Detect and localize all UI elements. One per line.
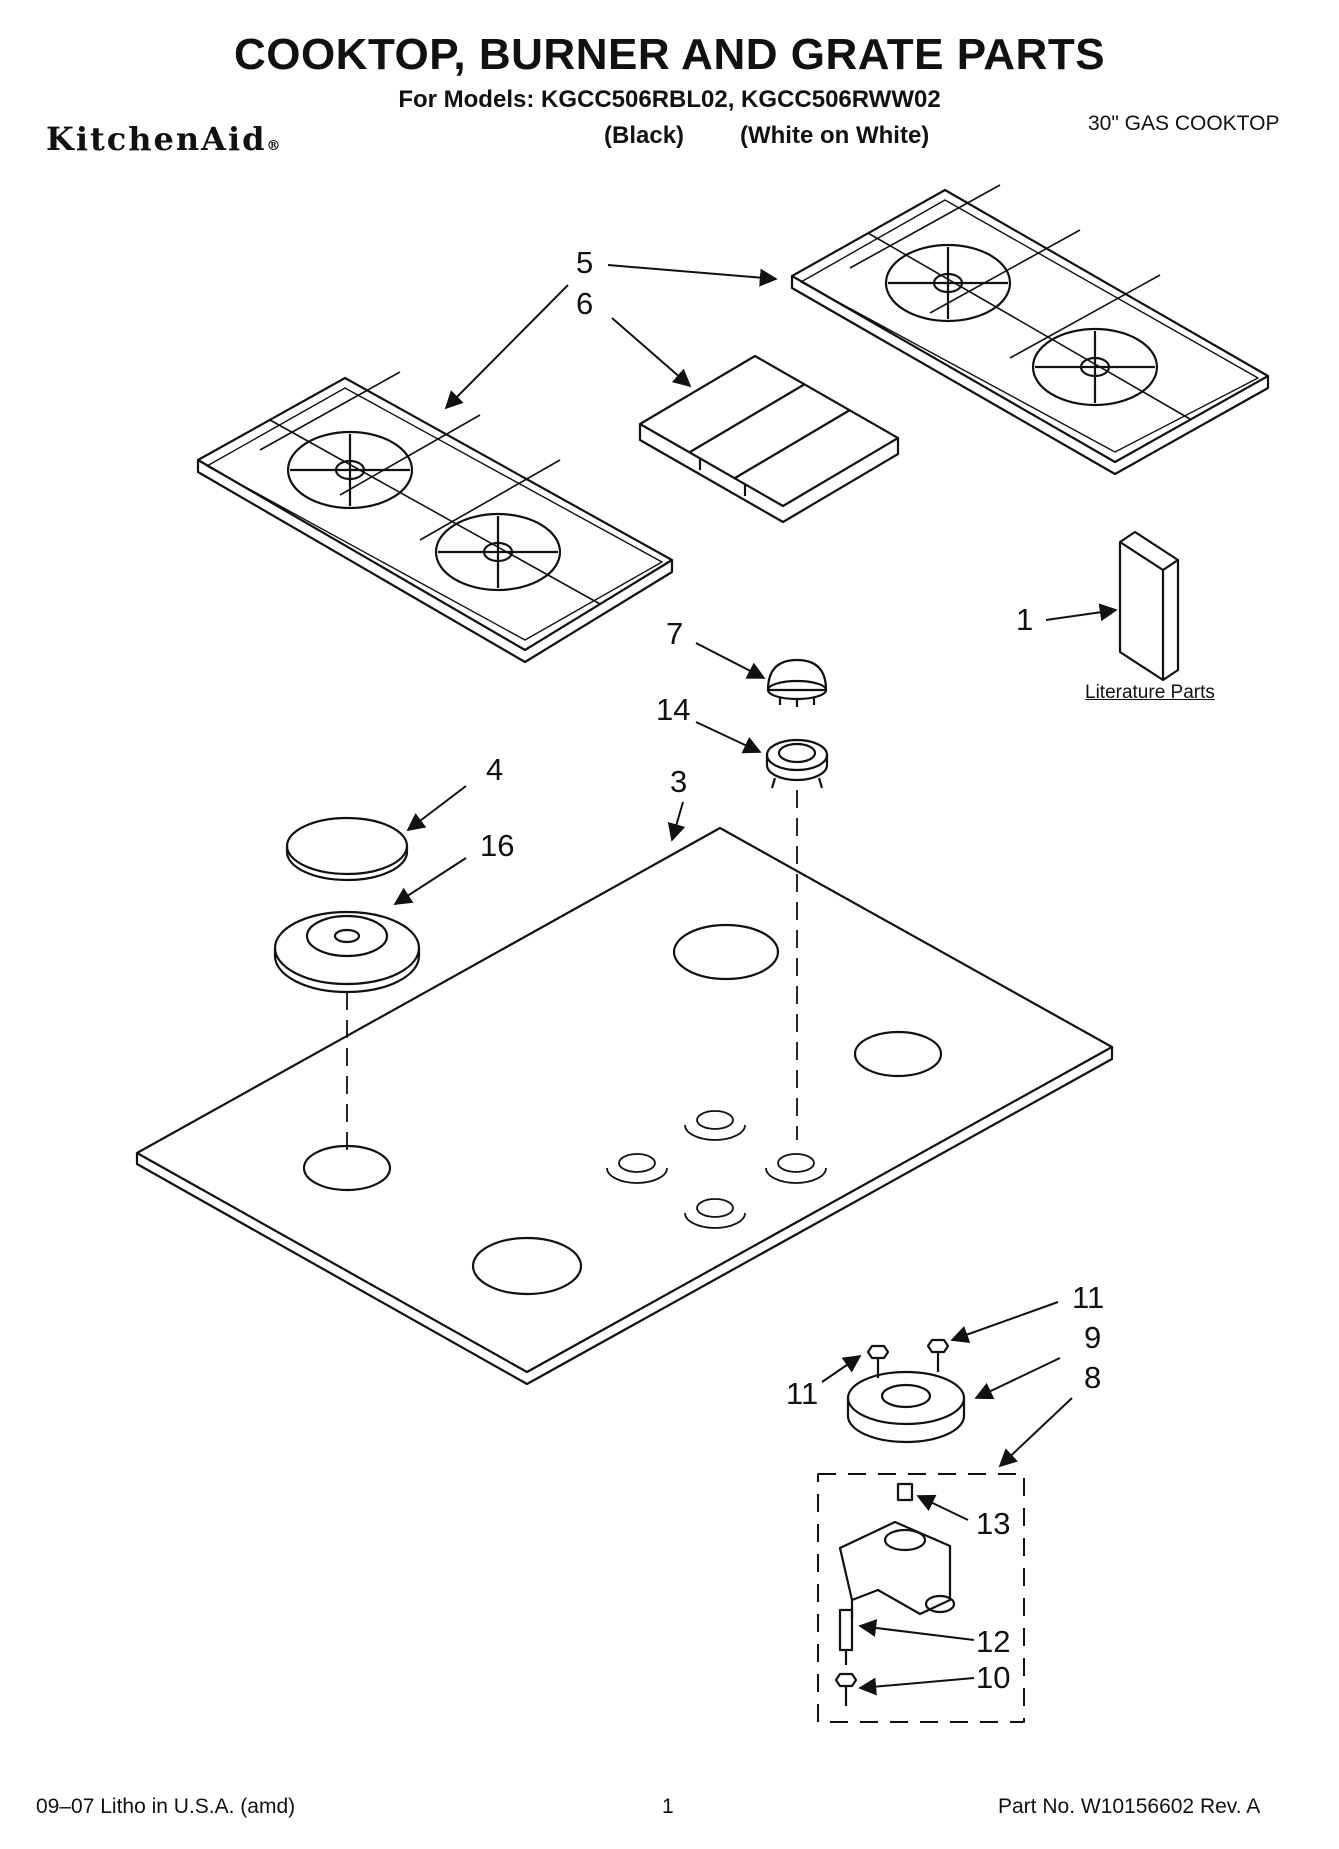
page-title: COOKTOP, BURNER AND GRATE PARTS — [233, 30, 1106, 79]
models-line: For Models: KGCC506RBL02, KGCC506RWW02 — [398, 86, 941, 113]
leader-1 — [1045, 603, 1118, 622]
burner-valve-body — [838, 1520, 956, 1620]
brand-registered-mark: ® — [266, 138, 283, 154]
orifice-13 — [896, 1482, 914, 1502]
right-grate-burner-ring-1 — [884, 243, 1012, 323]
brand-logo: KitchenAid® — [46, 120, 282, 158]
callout-6: 6 — [576, 286, 594, 321]
leader-14 — [695, 721, 762, 754]
right-grate-burner-ring-2 — [1031, 327, 1159, 407]
screw-11-right — [926, 1338, 950, 1372]
cooktop-glass-panel — [135, 826, 1114, 1386]
center-grate — [638, 354, 900, 524]
burner-cap-large — [285, 816, 409, 882]
callout-9: 9 — [1084, 1320, 1102, 1355]
leader-6 — [611, 317, 692, 388]
brand-name: KitchenAid — [46, 120, 267, 158]
burner-assembly-ring — [846, 1370, 966, 1444]
leader-4 — [406, 785, 467, 832]
valve-assembly-group-box — [817, 1473, 1025, 1723]
leader-5-right — [607, 264, 778, 287]
left-grate-burner-ring-1 — [286, 430, 414, 510]
cooktop-burner-opening-4 — [471, 1236, 583, 1296]
callout-10: 10 — [976, 1660, 1011, 1695]
literature-parts-booklet — [1118, 530, 1180, 682]
footer-part-number: Part No. W10156602 Rev. A — [998, 1795, 1261, 1818]
callout-11-right: 11 — [1072, 1280, 1105, 1315]
cooktop-burner-opening-2 — [853, 1030, 943, 1078]
callout-4: 4 — [486, 752, 504, 787]
leader-12 — [858, 1619, 975, 1641]
variant-white: (White on White) — [740, 122, 930, 149]
burner-base — [273, 910, 421, 994]
leader-11-left — [821, 1354, 862, 1383]
footer-litho: 09–07 Litho in U.S.A. (amd) — [36, 1795, 296, 1818]
callout-14: 14 — [656, 692, 691, 727]
product-type: 30" GAS COOKTOP — [1088, 112, 1280, 135]
leader-11-right — [950, 1301, 1059, 1344]
callout-8: 8 — [1084, 1360, 1102, 1395]
knob-bezel — [765, 738, 829, 789]
footer-page-number: 1 — [662, 1795, 674, 1818]
control-knob — [766, 658, 828, 707]
cooktop-knob-openings — [606, 1110, 827, 1229]
leader-16 — [393, 857, 467, 905]
cooktop-burner-opening-3 — [302, 1144, 392, 1192]
igniter-12 — [838, 1608, 854, 1665]
leader-10 — [858, 1677, 975, 1696]
screw-11-left — [866, 1344, 890, 1378]
leader-8 — [998, 1397, 1073, 1468]
callout-3: 3 — [670, 764, 688, 799]
screw-10 — [834, 1672, 858, 1706]
leader-5-left — [444, 284, 569, 410]
leader-9 — [974, 1357, 1061, 1400]
callout-16: 16 — [480, 828, 515, 863]
callout-12: 12 — [976, 1624, 1011, 1659]
left-grate — [196, 371, 674, 664]
left-grate-burner-ring-2 — [434, 512, 562, 592]
leader-13 — [916, 1494, 969, 1521]
leader-3 — [667, 801, 686, 842]
callout-11-left: 11 — [786, 1376, 819, 1411]
callout-1: 1 — [1016, 602, 1034, 637]
callout-7: 7 — [666, 616, 684, 651]
leader-7 — [695, 642, 766, 679]
cooktop-burner-opening-1 — [672, 923, 780, 981]
literature-parts-label: Literature Parts — [1085, 682, 1215, 703]
variant-black: (Black) — [604, 122, 685, 149]
callout-5: 5 — [576, 245, 594, 280]
right-grate — [790, 184, 1270, 476]
callout-13: 13 — [976, 1506, 1011, 1541]
